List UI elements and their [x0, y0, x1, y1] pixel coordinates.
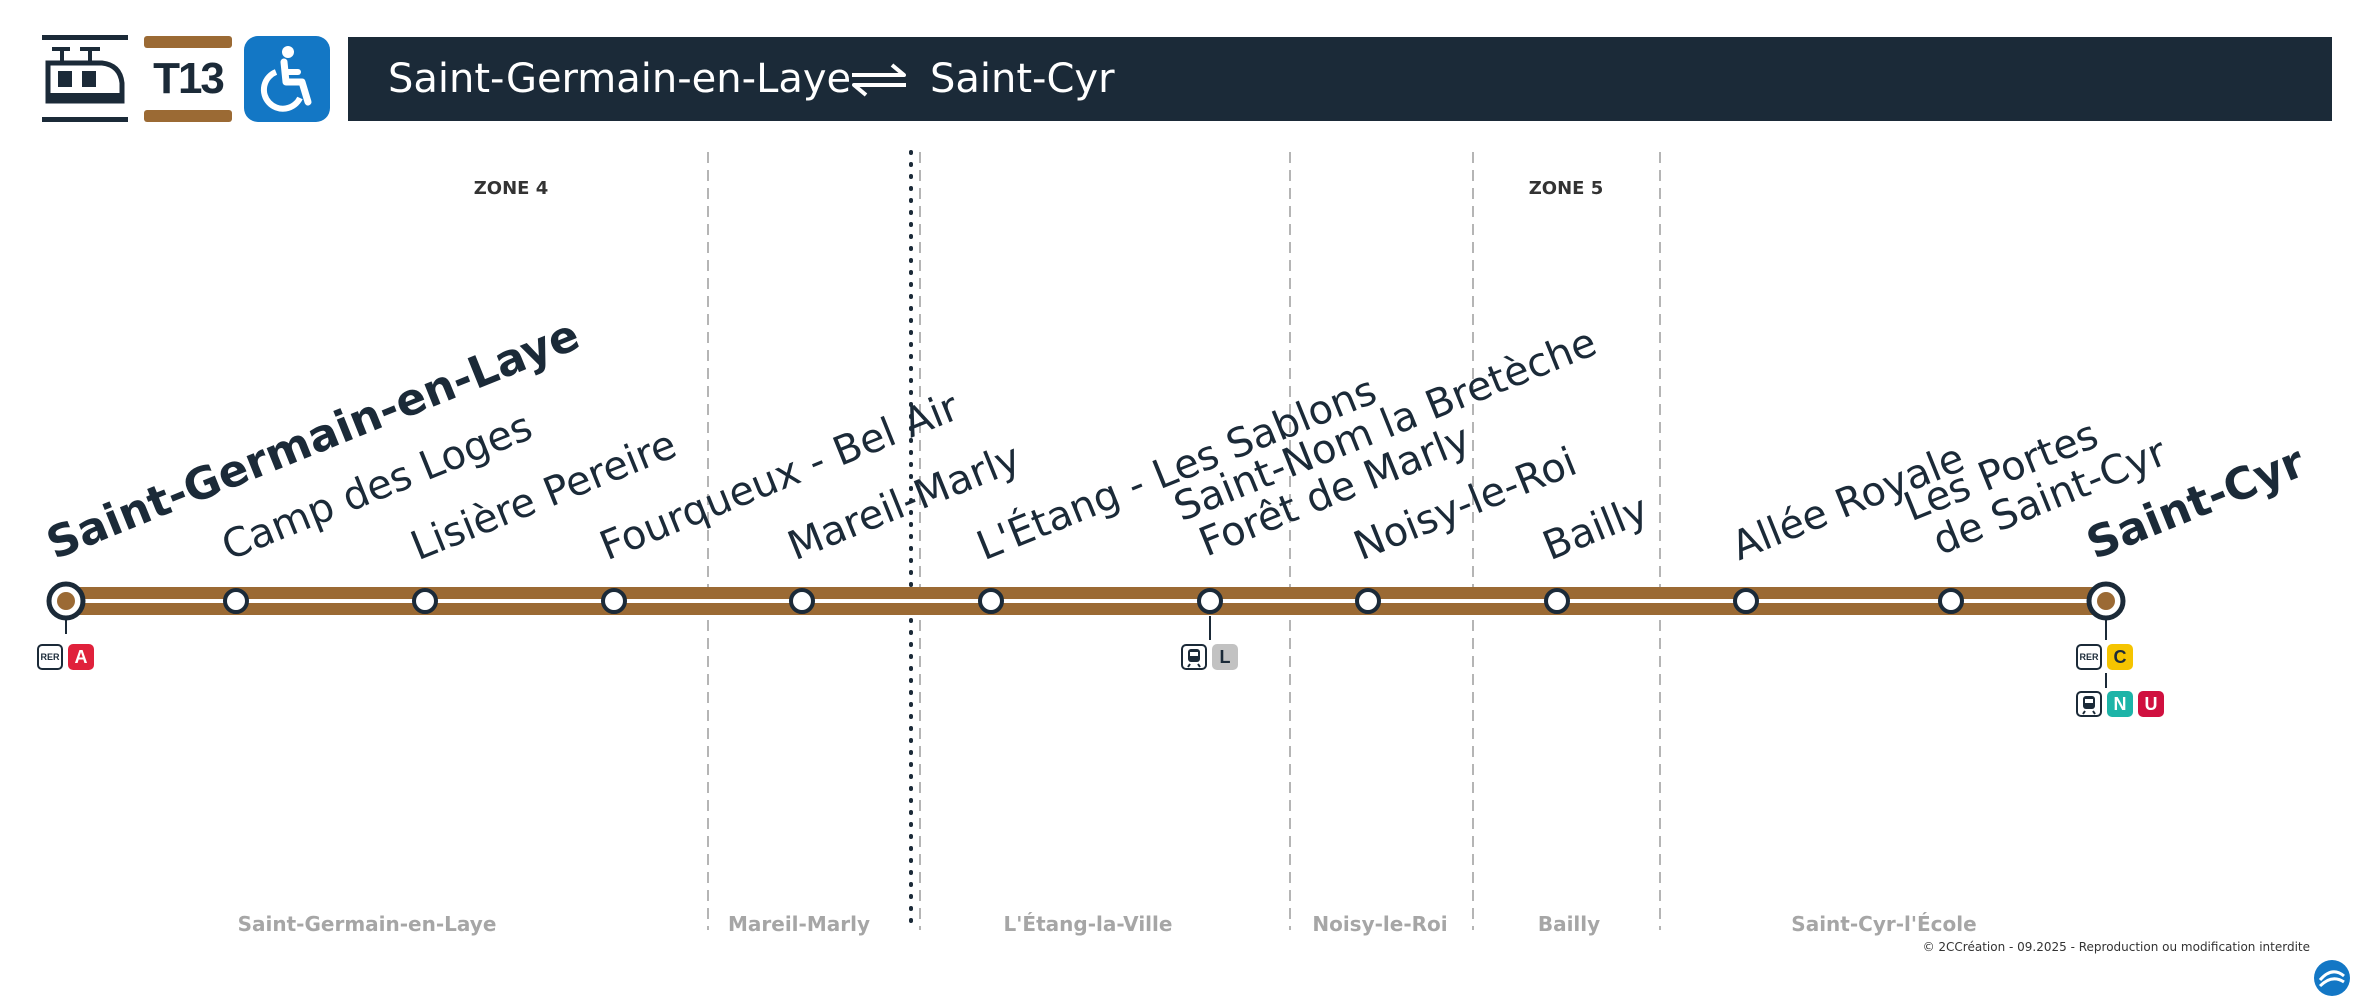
- commune-label: Saint-Cyr-l'École: [1791, 912, 1977, 936]
- tram-icon: [40, 35, 130, 127]
- wheelchair-icon: [244, 36, 330, 122]
- rer-line-c-badge: C: [2107, 644, 2133, 670]
- commune-label: Saint-Germain-en-Laye: [237, 912, 497, 936]
- stop-dot: [1733, 588, 1759, 614]
- stop-dot: [1938, 588, 1964, 614]
- connector-ticks: [65, 616, 2107, 688]
- stops: [46, 581, 2126, 621]
- commune-label: Noisy-le-Roi: [1312, 912, 1448, 936]
- stop-dot-terminus: [46, 581, 86, 621]
- operator-logo-icon: [2312, 958, 2352, 1002]
- bidirectional-arrows-icon: [848, 57, 910, 105]
- stop-dot: [789, 588, 815, 614]
- train-line-n-badge: N: [2107, 691, 2133, 717]
- stop-dot: [1544, 588, 1570, 614]
- rer-line-a-badge: A: [68, 644, 94, 670]
- tram-line: [64, 587, 2108, 615]
- route-destination: Saint-Cyr: [930, 56, 1115, 102]
- line-badge: T13: [144, 36, 232, 122]
- train-line-u-badge: U: [2138, 691, 2164, 717]
- line-number: T13: [153, 54, 225, 103]
- zone-label: ZONE 5: [1528, 178, 1604, 199]
- route-header: Saint-Germain-en-Laye Saint-Cyr: [348, 37, 2332, 121]
- commune-label: Mareil-Marly: [728, 912, 870, 936]
- stop-dot-terminus: [2086, 581, 2126, 621]
- stop-dot: [412, 588, 438, 614]
- rer-badge: RER: [37, 644, 63, 670]
- train-icon: [1181, 644, 1207, 670]
- stop-dot: [601, 588, 627, 614]
- train-icon: [2076, 691, 2102, 717]
- commune-label: L'Étang-la-Ville: [1003, 912, 1173, 936]
- zone-label: ZONE 4: [473, 178, 549, 199]
- commune-boundaries: [707, 152, 1661, 930]
- route-origin: Saint-Germain-en-Laye: [388, 56, 852, 102]
- commune-label: Bailly: [1537, 912, 1601, 936]
- rer-badge: RER: [2076, 644, 2102, 670]
- train-line-l-badge: L: [1212, 644, 1238, 670]
- stop-dot: [223, 588, 249, 614]
- copyright-notice: © 2CCréation - 09.2025 - Reproduction ou…: [1922, 940, 2310, 954]
- stop-dot: [1355, 588, 1381, 614]
- stop-dot: [978, 588, 1004, 614]
- stop-dot: [1197, 588, 1223, 614]
